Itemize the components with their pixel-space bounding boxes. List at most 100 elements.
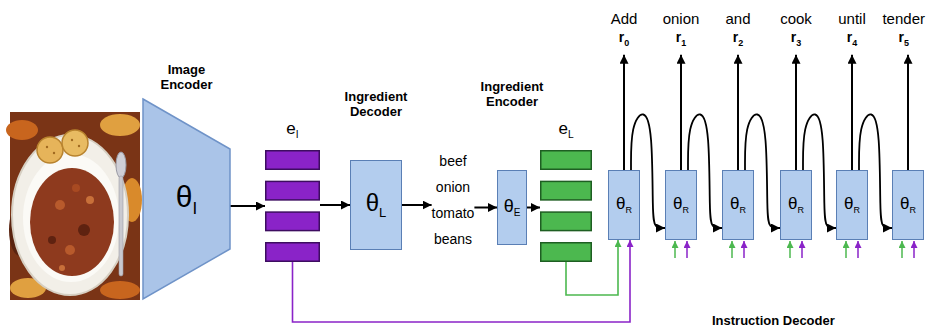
- subscript: R: [853, 205, 860, 215]
- parameter-symbol: θ: [504, 196, 514, 216]
- step-output: r: [733, 29, 738, 45]
- embedding-bar: [541, 181, 592, 199]
- food-photo: [86, 196, 94, 204]
- block-heading: Image Encoder: [160, 62, 212, 92]
- parameter-symbol: θ: [366, 189, 379, 216]
- ingredient-encoder: Ingredient EncoderθE: [497, 170, 527, 245]
- embedding-feed-arrow: [293, 240, 631, 322]
- food-photo: [119, 176, 123, 276]
- food-photo: [100, 281, 140, 299]
- step-output: r: [898, 29, 903, 45]
- flow-arrow: [230, 205, 265, 207]
- step-input-arrows: [901, 241, 903, 258]
- subscript: 0: [624, 38, 629, 48]
- step-input-arrows: [674, 241, 676, 258]
- output-word: Add r0: [611, 10, 638, 55]
- subscript: R: [625, 205, 632, 215]
- food-photo: [37, 137, 63, 163]
- subscript: R: [797, 205, 804, 215]
- food-photo: [78, 145, 80, 147]
- block-heading: e: [286, 119, 295, 138]
- food-photo: [55, 200, 65, 210]
- subscript: L: [379, 205, 386, 220]
- food-photo: [12, 135, 128, 295]
- food-photo: [10, 112, 140, 300]
- image-embedding: eI: [265, 150, 320, 262]
- instruction-decoder-step: θR: [780, 170, 812, 240]
- parameter-symbol: θ: [730, 194, 739, 213]
- instruction-word: Add: [611, 10, 638, 27]
- flow-arrow: [907, 55, 909, 170]
- subscript: L: [568, 129, 574, 140]
- embedding-bar: [266, 212, 320, 231]
- food-photo: [78, 224, 90, 236]
- food-photo: [6, 120, 38, 140]
- food-photo: [6, 112, 142, 300]
- parameter-symbol: θ: [673, 194, 682, 213]
- output-word: onion r1: [663, 10, 700, 55]
- embedding-bar: [266, 151, 320, 170]
- embedding-bar: [266, 181, 320, 199]
- food-photo: [116, 152, 126, 178]
- ingredient-decoder: Ingredient DecoderθL: [350, 160, 402, 250]
- embedding-bar: [266, 243, 320, 262]
- parameter-symbol: θ: [844, 194, 853, 213]
- encoder-trapezoid: [143, 99, 230, 299]
- flow-arrow: [680, 55, 682, 170]
- subscript: 1: [681, 38, 686, 48]
- parameter-symbol: θ: [176, 180, 193, 213]
- instruction-word: until: [838, 10, 866, 27]
- embedding-bar: [541, 212, 592, 231]
- food-photo: [48, 236, 56, 244]
- subscript: 3: [796, 38, 801, 48]
- food-photo: [100, 114, 140, 136]
- step-output: r: [791, 29, 796, 45]
- subscript: I: [192, 199, 197, 218]
- flow-arrow: [851, 55, 853, 170]
- food-photo: [71, 139, 73, 141]
- embedding-bar: [541, 151, 592, 170]
- step-input-arrows: [686, 241, 688, 258]
- step-output: r: [619, 29, 624, 45]
- embedding-bars: [265, 150, 320, 262]
- parameter-symbol: θ: [900, 194, 909, 213]
- output-word: tenderr5: [882, 10, 925, 55]
- instruction-word: tender: [882, 10, 925, 27]
- flow-arrow: [737, 55, 739, 170]
- instruction-word: and: [725, 10, 750, 27]
- output-word: untilr4: [838, 10, 866, 55]
- step-input-arrows: [801, 241, 803, 258]
- ingredient-list: beef onion tomato beans: [432, 148, 475, 252]
- instruction-word: onion: [663, 10, 700, 27]
- flow-arrow: [527, 207, 540, 209]
- subscript: R: [739, 205, 746, 215]
- flow-arrow: [795, 55, 797, 170]
- image-encoder: Image EncoderθI: [143, 99, 230, 299]
- step-input-arrows: [857, 241, 859, 258]
- subscript: 4: [852, 38, 857, 48]
- output-word: and r2: [725, 10, 750, 55]
- instruction-decoder-step: θR: [665, 170, 697, 240]
- instruction-decoder-step: θR: [892, 170, 924, 240]
- block-heading: Ingredient Encoder: [481, 79, 544, 109]
- food-photo: [62, 130, 88, 156]
- step-input-arrows: [743, 241, 745, 258]
- step-input-arrows: [845, 241, 847, 258]
- food-photo: [30, 168, 114, 276]
- block-heading: Ingredient Decoder: [345, 89, 408, 119]
- subscript: R: [682, 205, 689, 215]
- parameter-symbol: θ: [788, 194, 797, 213]
- step-input-arrows: [913, 241, 915, 258]
- flow-arrow: [320, 204, 350, 206]
- step-input-arrows: [675, 241, 914, 258]
- flow-arrow: [474, 207, 497, 209]
- instruction-word: cook: [780, 10, 812, 27]
- instruction-decoder-step: θR: [608, 170, 640, 240]
- block-heading: e: [558, 119, 567, 138]
- subscript: I: [296, 129, 299, 140]
- subscript: 2: [738, 38, 743, 48]
- food-photo: [23, 154, 119, 282]
- step-output: r: [676, 29, 681, 45]
- ingredient-embedding: eL: [540, 150, 592, 262]
- food-photo: [59, 265, 65, 271]
